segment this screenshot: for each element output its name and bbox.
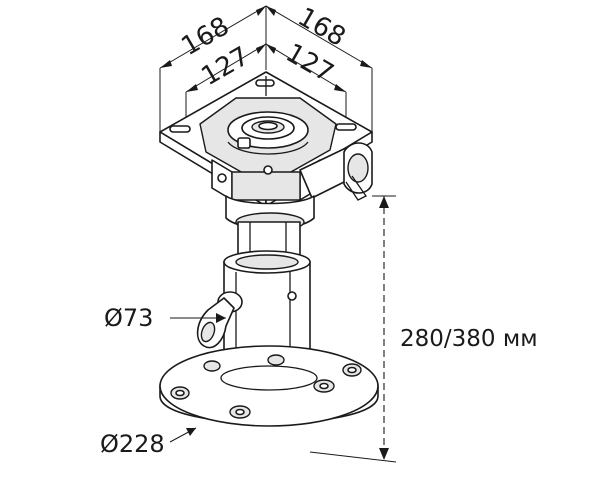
base-mounting-holes bbox=[170, 354, 362, 419]
base-diameter-label: Ø228 bbox=[100, 430, 165, 458]
height-lever bbox=[196, 291, 243, 349]
tube-diameter-label: Ø73 bbox=[104, 304, 153, 332]
swivel-plate bbox=[159, 71, 373, 232]
leader-lines bbox=[169, 313, 226, 443]
height-dimension-line bbox=[309, 195, 397, 463]
height-label: 280/380 мм bbox=[400, 326, 538, 352]
base-plate bbox=[159, 345, 379, 427]
top-dimension-lines bbox=[159, 5, 373, 140]
